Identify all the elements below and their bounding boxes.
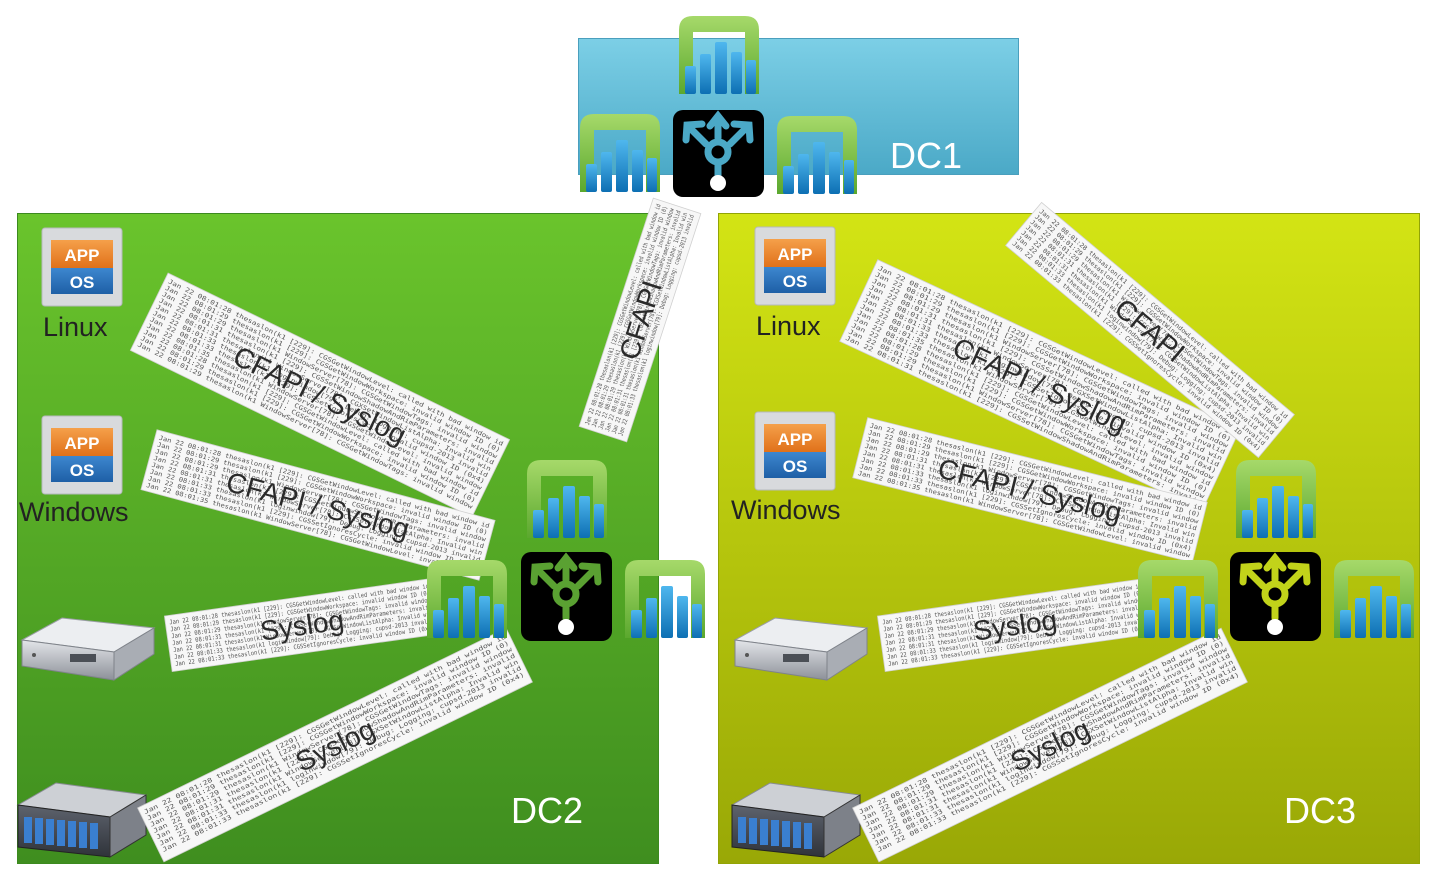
dc2-collector-top-icon: [527, 460, 607, 538]
dc1-collector-right-icon: [777, 116, 857, 194]
dc2-linux-label: Linux: [43, 312, 108, 342]
dc2-hub-icon: [521, 552, 612, 641]
dc2-stream-server: Jan 22 08:01:28 thesaslon(k1 [229]: CGSG…: [163, 578, 441, 672]
dc1-collector-top-icon: [679, 16, 759, 94]
dc3-region: [718, 213, 1420, 864]
dc2-label: DC2: [511, 790, 584, 831]
dc1-hub-icon: [673, 110, 764, 197]
dc2-windows-vm-icon: APP OS: [41, 415, 123, 495]
dc3-windows-label: Windows: [731, 495, 841, 525]
dc3-label: DC3: [1284, 790, 1357, 831]
svg-text:OS: OS: [783, 457, 808, 476]
svg-text:APP: APP: [778, 245, 813, 264]
dc3-linux-vm-icon: APP OS: [754, 226, 836, 306]
dc3-collector-left-icon: [1138, 560, 1218, 638]
dc2-storage-array-icon: [17, 782, 147, 858]
svg-text:APP: APP: [65, 434, 100, 453]
dc2-windows-label: Windows: [19, 497, 129, 527]
svg-text:APP: APP: [65, 246, 100, 265]
dc2-linux-vm-icon: APP OS: [41, 227, 123, 307]
svg-text:OS: OS: [70, 461, 95, 480]
dc2-stream-cfapi: Jan 22 08:01:28 thesaslon(k1 [229]: CGSG…: [578, 197, 702, 443]
dc3-linux-label: Linux: [756, 311, 821, 341]
dc1-label: DC1: [890, 135, 963, 176]
dc3-hub-icon: [1230, 552, 1321, 641]
dc2-collector-right-icon: [625, 560, 705, 638]
dc3-collector-right-icon: [1334, 560, 1414, 638]
dc2-collector-left-icon: [427, 560, 507, 638]
dc3-stream-server: Jan 22 08:01:28 thesaslon(k1 [229]: CGSG…: [876, 578, 1154, 672]
dc3-windows-vm-icon: APP OS: [754, 411, 836, 491]
svg-text:OS: OS: [70, 273, 95, 292]
svg-text:OS: OS: [783, 272, 808, 291]
log-line: Jan 22 08:01:33 thesaslon(k1 [229]: CGSS…: [876, 671, 1240, 854]
dc1-collector-left-icon: [580, 114, 660, 192]
svg-text:APP: APP: [778, 430, 813, 449]
dc3-collector-top-icon: [1236, 460, 1316, 538]
dc3-storage-array-icon: [731, 782, 861, 858]
dc3-rack-server-icon: [734, 617, 868, 681]
dc2-rack-server-icon: [21, 617, 155, 681]
log-line: Jan 22 08:01:33 thesaslon(k1 [229]: CGSS…: [161, 671, 525, 854]
